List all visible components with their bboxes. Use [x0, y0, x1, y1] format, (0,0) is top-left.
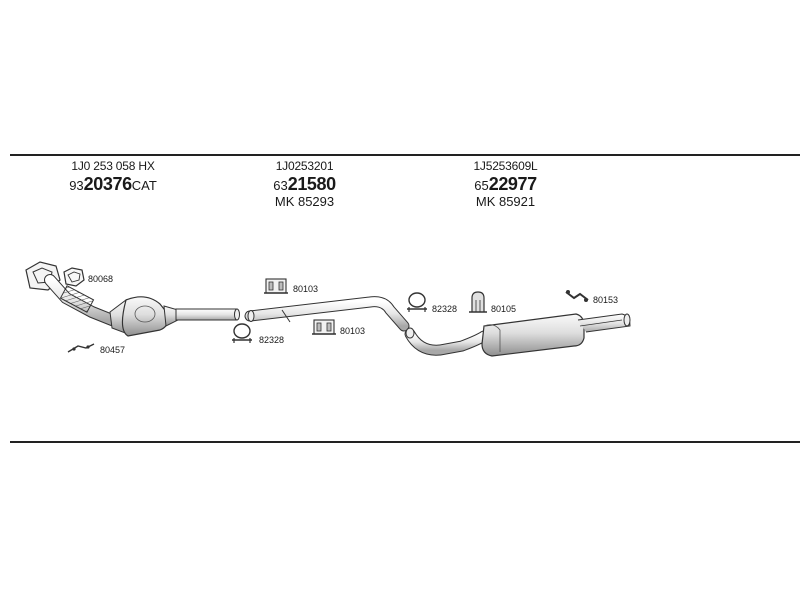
top-divider	[10, 154, 800, 156]
part-label-80153: 80153	[593, 295, 618, 305]
catalytic-converter-icon	[25, 261, 240, 337]
part-number-prefix: 63	[273, 178, 288, 193]
part-number-main: 22977	[488, 174, 537, 194]
clamp-icon	[407, 292, 427, 312]
part-number-prefix: 93	[69, 178, 84, 193]
part-label-80068: 80068	[88, 274, 113, 284]
mk-number: MK 85293	[274, 194, 335, 209]
bracket-icon	[67, 343, 95, 353]
part-label-80105: 80105	[491, 304, 516, 314]
bottom-divider	[10, 441, 800, 443]
oem-number: 1J5253609L	[473, 159, 538, 173]
rubber-hanger-icon	[264, 278, 288, 294]
part-label-80103-top: 80103	[293, 284, 318, 294]
rubber-hanger-icon	[469, 291, 487, 313]
header-rear-muffler: 1J5253609L 6522977 MK 85921	[458, 160, 553, 208]
part-label-82328-right: 82328	[432, 304, 457, 314]
mk-number: MK 85921	[475, 194, 536, 209]
header-middle-pipe: 1J0253201 6321580 MK 85293	[262, 160, 347, 208]
part-number-suffix: CAT	[131, 178, 157, 193]
part-number: 9320376CAT	[58, 175, 168, 194]
part-label-82328-middle: 82328	[259, 335, 284, 345]
part-number: 6522977	[458, 175, 553, 194]
clamp-icon	[232, 323, 252, 343]
oem-number: 1J0 253 058 HX	[71, 159, 155, 173]
gasket-icon	[63, 267, 85, 287]
part-number-main: 21580	[287, 174, 336, 194]
pipe-icon	[244, 296, 410, 332]
header-catalytic-converter: 1J0 253 058 HX 9320376CAT	[58, 160, 168, 194]
part-number-prefix: 65	[474, 178, 489, 193]
bracket-icon	[565, 290, 589, 302]
part-number: 6321580	[262, 175, 347, 194]
part-label-80103-bottom: 80103	[340, 326, 365, 336]
part-number-main: 20376	[83, 174, 132, 194]
muffler-icon	[404, 313, 631, 357]
oem-number: 1J0253201	[275, 159, 334, 173]
rubber-hanger-icon	[312, 319, 336, 335]
part-label-80457: 80457	[100, 345, 125, 355]
